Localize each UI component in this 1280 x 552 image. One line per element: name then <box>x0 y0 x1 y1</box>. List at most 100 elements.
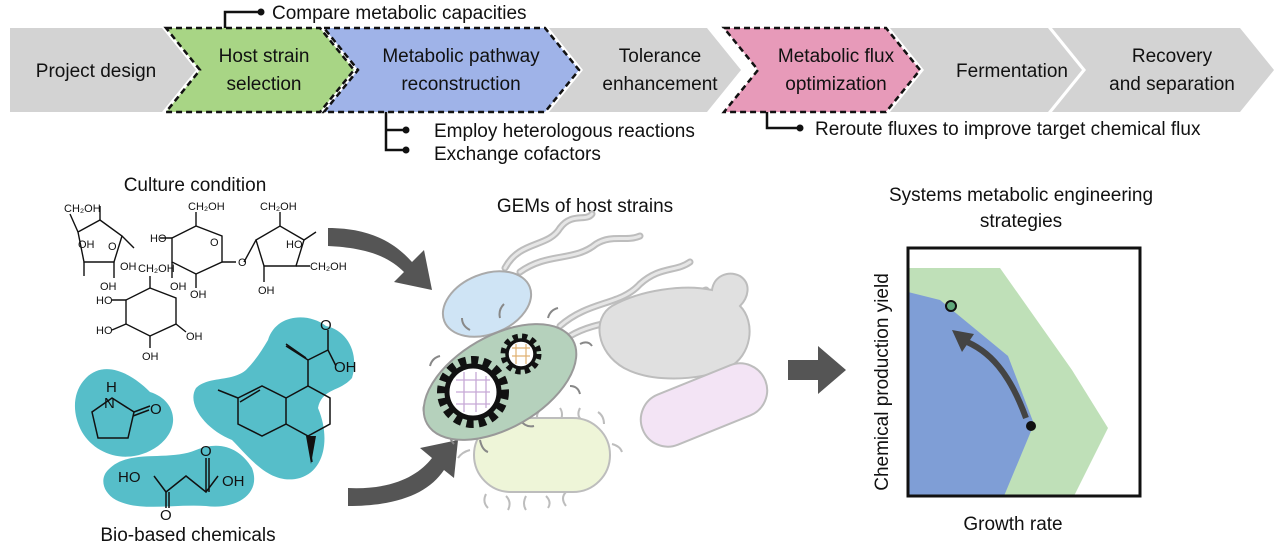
terpene-ring-2 <box>285 385 331 437</box>
strategies-title-line-2: strategies <box>980 211 1062 232</box>
step-project-design <box>10 28 196 112</box>
chem-label: OH <box>190 289 207 301</box>
glucose-ring <box>171 225 223 275</box>
terpene-bonds <box>217 330 337 463</box>
feasible-region-inner <box>908 292 1034 496</box>
chem-label: OH <box>100 281 117 293</box>
strategy-plot <box>906 246 1142 498</box>
strategies-title-line-1: Systems metabolic engineering <box>889 185 1153 206</box>
succinate-blob <box>103 445 255 507</box>
note-cofactors: Exchange cofactors <box>434 144 601 165</box>
connector-flux <box>765 112 798 130</box>
chem-label: CH₂OH <box>260 201 297 213</box>
step-label: Host strain <box>219 46 310 67</box>
cell-yeast <box>598 272 751 380</box>
optimization-arrowhead <box>952 330 974 352</box>
note-reroute: Reroute fluxes to improve target chemica… <box>815 119 1201 140</box>
flagellum <box>558 260 692 328</box>
chem-label: HO <box>150 233 167 245</box>
y-axis-label: Chemical production yield <box>872 273 893 491</box>
lower-glucose-ring <box>125 287 177 337</box>
start-point <box>1026 421 1036 431</box>
gear-teeth <box>437 356 509 428</box>
pyrrolidone-ring <box>91 397 135 439</box>
step-label: Metabolic flux <box>778 46 895 67</box>
note-heterologous: Employ heterologous reactions <box>434 121 695 142</box>
lower-glucose-bonds <box>111 276 187 348</box>
step-flux-optimization <box>721 26 922 114</box>
step-host-strain-selection <box>163 26 356 114</box>
chem-label: O <box>210 237 219 249</box>
chem-label: OH <box>222 473 245 490</box>
sucrose-fructose-ring <box>255 225 305 267</box>
gear-small-icon <box>500 333 542 375</box>
chem-label: CH₂OH <box>64 203 101 215</box>
glucose-bonds <box>160 212 236 288</box>
chem-label: CH₂OH <box>188 201 225 213</box>
chem-label: OH <box>120 261 137 273</box>
chem-label: HO <box>286 239 303 251</box>
cell-green <box>473 417 611 493</box>
host-strains <box>422 210 769 511</box>
sugar-labels: CH₂OH OH O OH OH CH₂OH O HO OH OH O CH₂O… <box>64 201 347 363</box>
pipeline: Project design Host strain selection Met… <box>10 26 1274 114</box>
arrow-culture-to-gems <box>328 228 432 290</box>
chem-label: OH <box>170 281 187 293</box>
chem-label: O <box>160 507 172 524</box>
step-label: reconstruction <box>401 74 520 95</box>
note-dots <box>257 8 804 154</box>
note-dot <box>402 146 410 154</box>
pyrrolidone-blob <box>74 369 174 457</box>
fructose-ring <box>77 219 123 263</box>
gear-rim <box>505 338 537 370</box>
chem-label: OH <box>142 351 159 363</box>
gems-title: GEMs of host strains <box>497 196 673 217</box>
culture-title: Culture condition <box>124 175 267 196</box>
step-label: Metabolic pathway <box>382 46 540 67</box>
chemical-structures <box>91 330 337 508</box>
connector-host <box>223 10 258 28</box>
step-tolerance <box>549 28 741 112</box>
gear-teeth <box>500 333 542 375</box>
chemicals-title: Bio-based chemicals <box>100 525 275 546</box>
gear-network <box>512 344 530 364</box>
arrow-chemicals-to-gems <box>348 440 458 506</box>
note-dot <box>257 8 265 16</box>
chem-label: CH₂OH <box>310 261 347 273</box>
step-label: optimization <box>785 74 886 95</box>
chem-label: OH <box>186 331 203 343</box>
chem-label: HO <box>118 469 141 486</box>
chemical-labels: H N O OH O HO O O OH <box>104 317 357 524</box>
chem-label: O <box>108 241 117 253</box>
step-label: selection <box>227 74 302 95</box>
succinic-chain <box>153 475 219 494</box>
sugar-structures <box>69 206 317 348</box>
chem-label: O <box>200 443 212 460</box>
step-label: Fermentation <box>956 61 1068 82</box>
pyrrolidone-carbonyl <box>132 405 151 417</box>
flagellum <box>518 234 642 274</box>
chem-label: O <box>150 401 162 418</box>
gear-large-icon <box>437 356 509 428</box>
arrow-gems-to-strategies <box>788 346 846 394</box>
plot-frame <box>906 246 1142 498</box>
optimization-arrow <box>960 337 1029 420</box>
gear-network <box>456 372 490 412</box>
optimal-point <box>945 300 957 312</box>
step-label: Tolerance <box>619 46 701 67</box>
chem-label: H <box>106 379 117 396</box>
chem-label: HO <box>96 325 113 337</box>
chem-label: O <box>320 317 332 334</box>
step-recovery <box>1052 28 1274 112</box>
x-axis-label: Growth rate <box>963 514 1062 535</box>
chem-label: HO <box>96 295 113 307</box>
flagellum <box>503 212 594 270</box>
connector-pathway-1 <box>384 112 404 152</box>
cell-pink <box>639 362 769 448</box>
step-label: Recovery <box>1132 46 1213 67</box>
note-dot <box>796 124 804 132</box>
step-label: enhancement <box>602 74 718 95</box>
succinic-carbonyls <box>165 458 210 508</box>
chem-label: O <box>238 257 247 269</box>
